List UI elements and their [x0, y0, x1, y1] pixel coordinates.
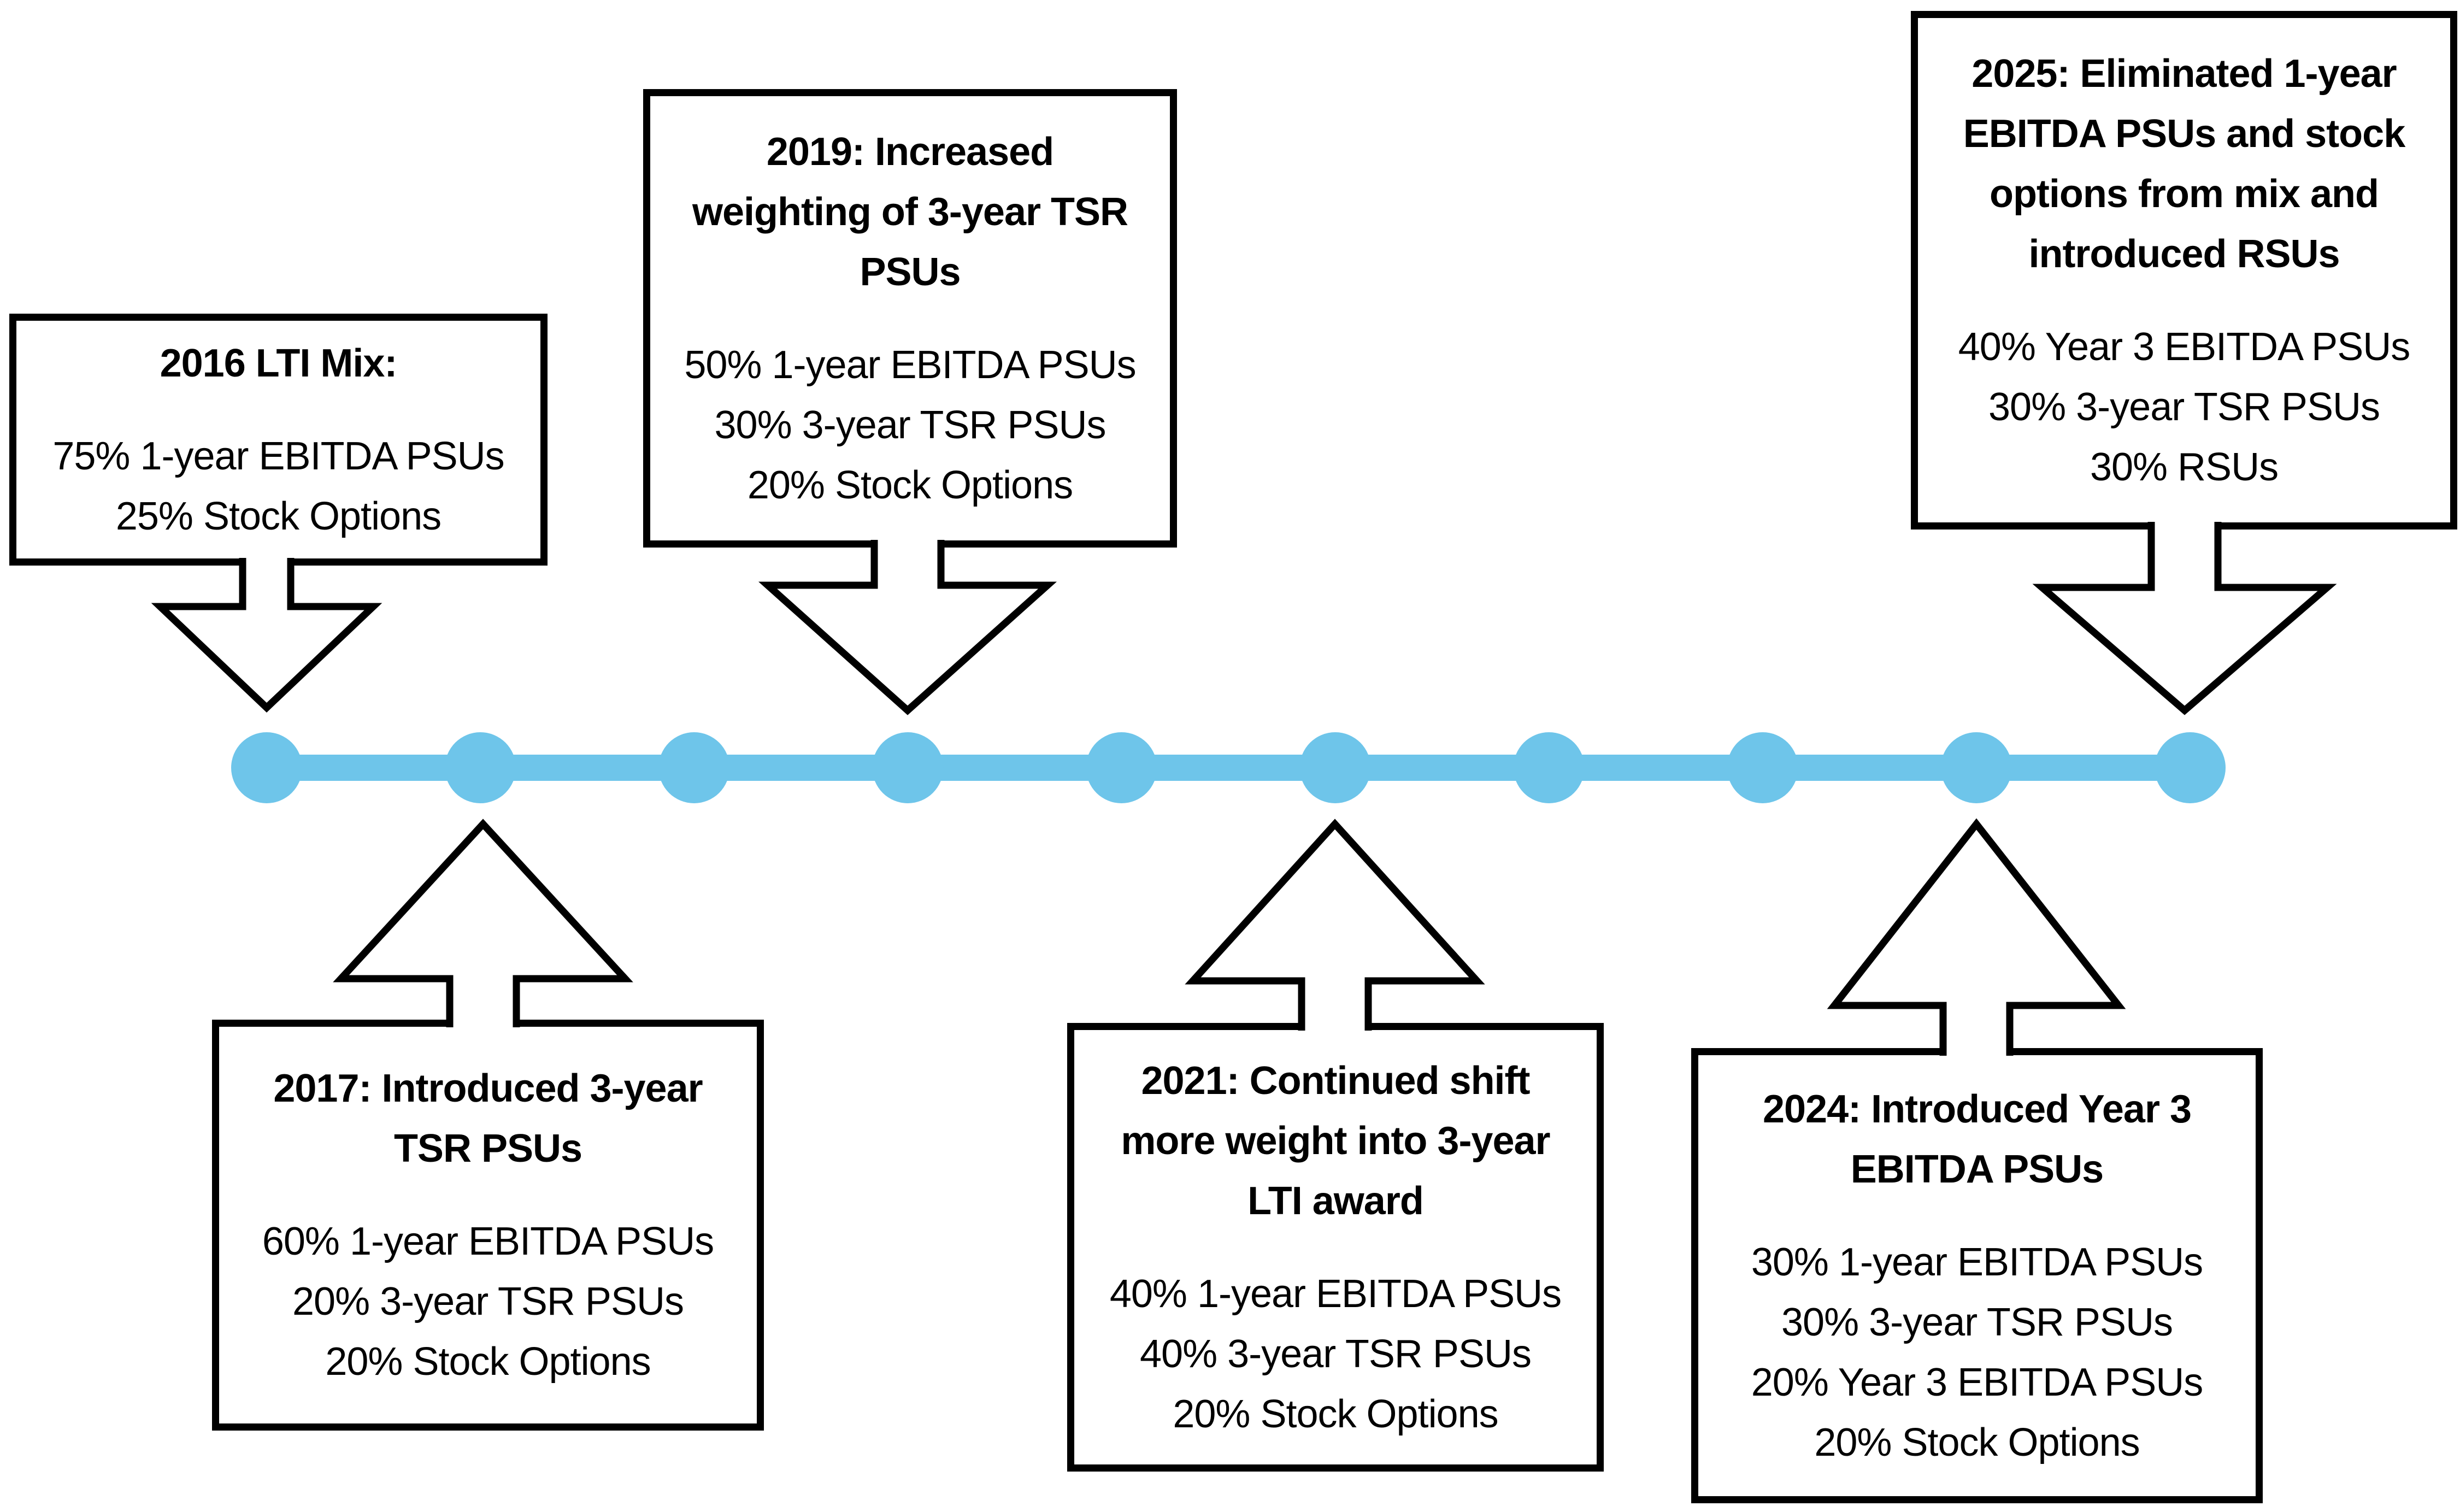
event-title-line: PSUs — [860, 250, 961, 294]
arrow-down-2016 — [151, 558, 382, 713]
event-title-line: 2021: Continued shift — [1141, 1058, 1530, 1103]
mix-line: 40% 3-year TSR PSUs — [1140, 1332, 1532, 1376]
event-box-2019-title: 2019: Increased weighting of 3-year TSR … — [692, 122, 1128, 302]
event-box-2024-mix: 30% 1-year EBITDA PSUs 30% 3-year TSR PS… — [1751, 1232, 2203, 1473]
event-box-2021: 2021: Continued shift more weight into 3… — [1067, 1023, 1604, 1472]
mix-line: 30% 3-year TSR PSUs — [1781, 1300, 2173, 1344]
event-title-line: LTI award — [1247, 1179, 1424, 1223]
event-title-line: 2016 LTI Mix: — [160, 341, 398, 385]
mix-line: 30% 3-year TSR PSUs — [714, 403, 1107, 447]
event-box-2024-title: 2024: Introduced Year 3 EBITDA PSUs — [1762, 1079, 2192, 1199]
mix-line: 20% Year 3 EBITDA PSUs — [1751, 1360, 2203, 1404]
timeline-bar — [267, 755, 2190, 781]
timeline-dot — [231, 732, 302, 803]
timeline-dot — [2155, 732, 2226, 803]
mix-line: 60% 1-year EBITDA PSUs — [262, 1220, 714, 1263]
event-box-2025-title: 2025: Eliminated 1-year EBITDA PSUs and … — [1963, 44, 2406, 284]
event-box-2017-mix: 60% 1-year EBITDA PSUs 20% 3-year TSR PS… — [262, 1211, 714, 1392]
event-box-2016: 2016 LTI Mix: 75% 1-year EBITDA PSUs 25%… — [9, 314, 548, 566]
event-title-line: 2017: Introduced 3-year — [273, 1067, 703, 1110]
mix-line: 75% 1-year EBITDA PSUs — [52, 434, 504, 478]
mix-line: 50% 1-year EBITDA PSUs — [684, 343, 1136, 387]
event-box-2017: 2017: Introduced 3-year TSR PSUs 60% 1-y… — [212, 1020, 764, 1431]
arrow-down-2019 — [758, 540, 1057, 715]
mix-line: 20% Stock Options — [325, 1340, 651, 1384]
timeline-dot — [658, 732, 730, 803]
event-title-line: weighting of 3-year TSR — [692, 190, 1128, 234]
mix-line: 30% RSUs — [2090, 445, 2279, 489]
event-title-line: 2019: Increased — [766, 130, 1054, 174]
mix-line: 20% 3-year TSR PSUs — [292, 1280, 684, 1323]
event-box-2017-title: 2017: Introduced 3-year TSR PSUs — [273, 1058, 703, 1179]
event-box-2025: 2025: Eliminated 1-year EBITDA PSUs and … — [1911, 11, 2457, 530]
mix-line: 20% Stock Options — [1814, 1420, 2140, 1464]
timeline-dot — [1940, 732, 2012, 803]
event-title-line: more weight into 3-year — [1121, 1119, 1550, 1163]
mix-line: 20% Stock Options — [747, 463, 1073, 507]
arrow-down-2025 — [2032, 522, 2337, 715]
arrow-up-2021 — [1185, 819, 1485, 1031]
mix-line: 20% Stock Options — [1173, 1392, 1498, 1436]
event-box-2024: 2024: Introduced Year 3 EBITDA PSUs 30% … — [1691, 1048, 2263, 1503]
event-box-2019-mix: 50% 1-year EBITDA PSUs 30% 3-year TSR PS… — [684, 335, 1136, 515]
arrow-up-2017 — [333, 819, 633, 1027]
event-title-line: EBITDA PSUs — [1850, 1147, 2104, 1191]
event-box-2016-title: 2016 LTI Mix: — [160, 333, 398, 393]
arrow-up-2024 — [1827, 818, 2126, 1056]
timeline-dot — [1299, 732, 1371, 803]
mix-line: 25% Stock Options — [115, 494, 442, 538]
event-box-2021-title: 2021: Continued shift more weight into 3… — [1121, 1051, 1550, 1231]
mix-line: 30% 1-year EBITDA PSUs — [1751, 1240, 2203, 1284]
timeline-dot — [1727, 732, 1798, 803]
timeline-dot — [1086, 732, 1157, 803]
event-title-line: 2024: Introduced Year 3 — [1762, 1087, 2192, 1131]
event-title-line: TSR PSUs — [393, 1127, 582, 1170]
event-title-line: EBITDA PSUs and stock — [1963, 111, 2406, 156]
timeline-dot — [445, 732, 516, 803]
mix-line: 40% Year 3 EBITDA PSUs — [1958, 325, 2410, 369]
timeline — [231, 732, 2226, 803]
event-title-line: 2025: Eliminated 1-year — [1971, 51, 2397, 96]
event-box-2021-mix: 40% 1-year EBITDA PSUs 40% 3-year TSR PS… — [1109, 1264, 1562, 1444]
mix-line: 40% 1-year EBITDA PSUs — [1109, 1272, 1562, 1316]
event-box-2025-mix: 40% Year 3 EBITDA PSUs 30% 3-year TSR PS… — [1958, 317, 2410, 497]
event-title-line: introduced RSUs — [2028, 232, 2340, 276]
mix-line: 30% 3-year TSR PSUs — [1988, 385, 2380, 429]
event-title-line: options from mix and — [1989, 172, 2379, 216]
event-box-2019: 2019: Increased weighting of 3-year TSR … — [643, 89, 1177, 548]
event-box-2016-mix: 75% 1-year EBITDA PSUs 25% Stock Options — [52, 426, 504, 546]
timeline-dot — [872, 732, 944, 803]
timeline-dot — [1513, 732, 1585, 803]
